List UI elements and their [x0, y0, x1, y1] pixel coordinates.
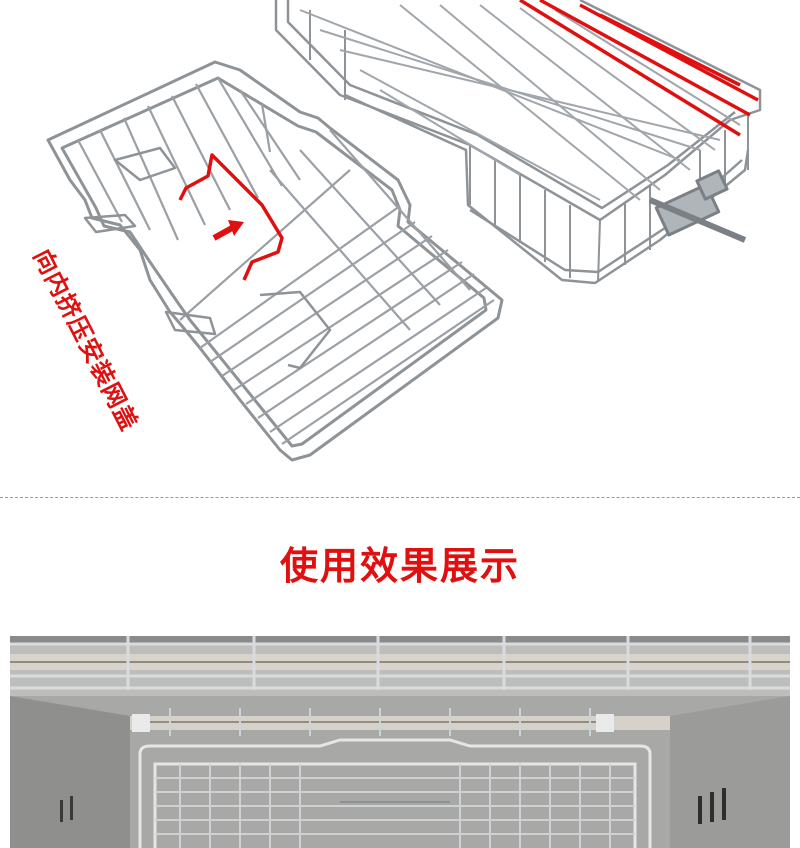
product-illustration-area: 向内挤压安装网盖 — [28, 0, 762, 462]
section-title: 使用效果展示 — [279, 544, 520, 588]
oven-interior-photo — [10, 636, 790, 848]
usage-photo — [10, 636, 790, 848]
wire-basket-illustration — [46, 0, 762, 462]
highlight-clip — [178, 153, 284, 281]
wire-basket — [274, 0, 762, 285]
direction-arrow-icon — [212, 220, 244, 241]
highlight-basket-wires — [519, 0, 759, 137]
wire-lid — [46, 60, 504, 462]
dashed-divider — [0, 497, 800, 498]
